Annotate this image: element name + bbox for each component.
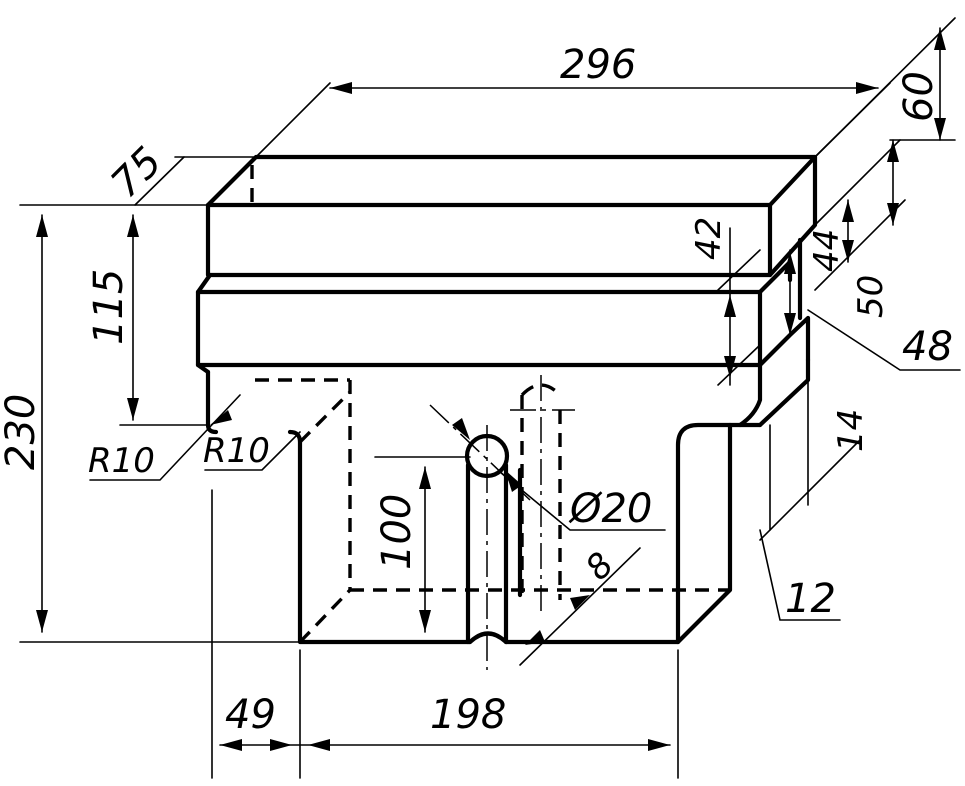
dim-14: 14 (831, 409, 871, 452)
dim-12: 12 (785, 576, 836, 622)
dimension-lines (19, 17, 961, 779)
dimension-labels: 296 75 60 42 44 50 48 115 230 R10 R10 Ø2… (0, 42, 953, 738)
dim-50: 50 (851, 275, 891, 318)
center-lines (429, 375, 575, 670)
dim-60: 60 (896, 71, 942, 122)
dim-8: 8 (578, 545, 622, 589)
dim-100: 100 (374, 494, 420, 570)
dim-r10-left: R10 (88, 441, 155, 481)
dim-r10-inner: R10 (203, 431, 270, 471)
part-outline (195, 154, 818, 645)
dim-diameter-20: Ø20 (568, 486, 652, 532)
dim-48: 48 (902, 324, 953, 370)
dim-42: 42 (689, 217, 729, 260)
dim-115: 115 (86, 269, 132, 345)
dim-230: 230 (0, 394, 44, 470)
dim-296: 296 (560, 42, 636, 88)
dim-49: 49 (225, 692, 276, 738)
arrowheads (36, 28, 946, 751)
dim-198: 198 (430, 692, 506, 738)
hidden-lines (250, 165, 730, 644)
dim-75: 75 (103, 139, 172, 208)
dim-44: 44 (807, 229, 847, 272)
